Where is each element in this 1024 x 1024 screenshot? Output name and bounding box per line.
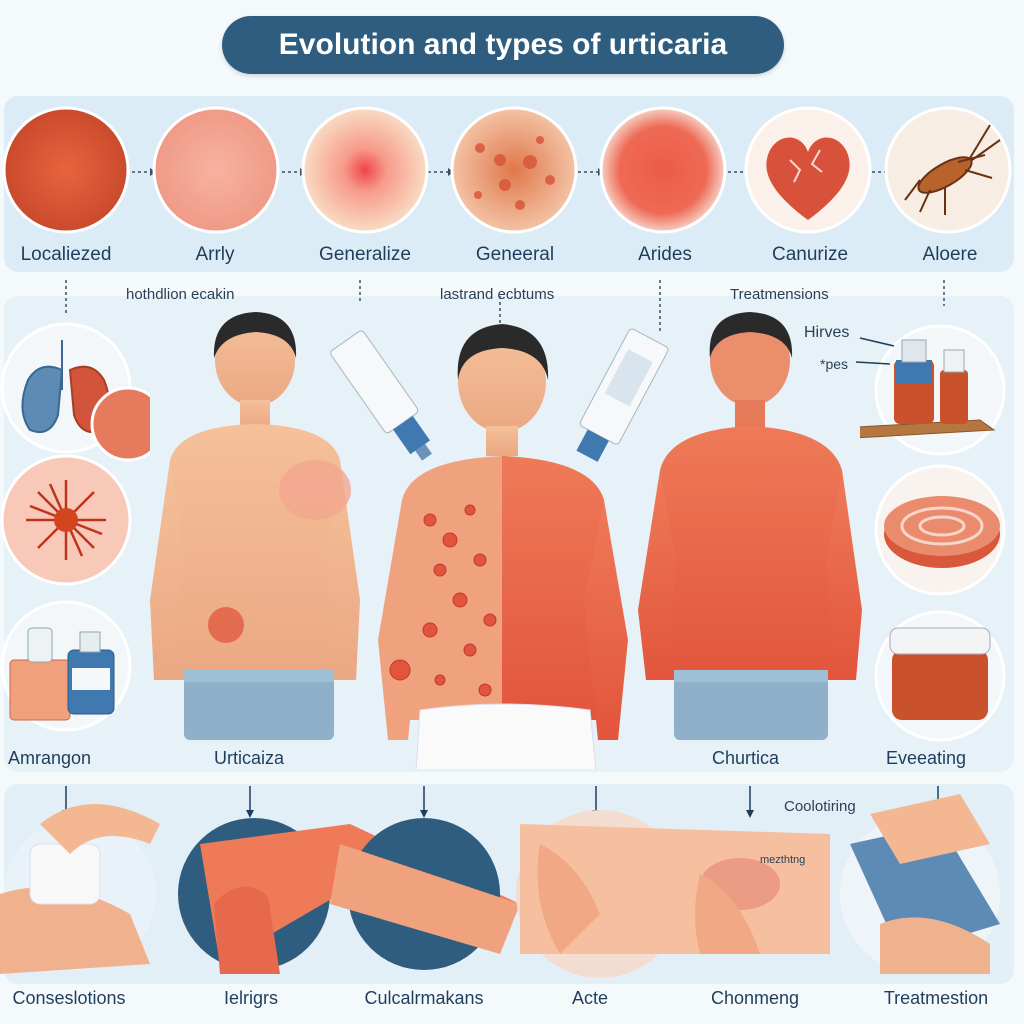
bottom-small-label: mezthtng bbox=[760, 854, 806, 866]
bottom-label-2: Ielrigrs bbox=[223, 988, 278, 1008]
callout-types: *pes bbox=[820, 356, 849, 372]
generalize-circle bbox=[301, 106, 429, 234]
middle-label-center-right: Churtica bbox=[712, 748, 780, 768]
left-column-illustrations bbox=[0, 322, 150, 732]
person-chronic bbox=[638, 312, 862, 740]
bottom-label-3: Culcalrmakans bbox=[364, 988, 484, 1008]
top-row-illustrations bbox=[2, 106, 1012, 234]
section-header-right: Treatmensions bbox=[730, 286, 829, 303]
callout-hives: Hirves bbox=[804, 324, 850, 341]
header-connectors bbox=[65, 280, 945, 332]
bottom-label-6: Treatmestion bbox=[883, 988, 989, 1008]
insect-icon bbox=[904, 124, 1001, 215]
person-generalized bbox=[378, 324, 628, 770]
bottom-label-1: Conseslotions bbox=[12, 988, 126, 1008]
bottom-row-illustrations bbox=[0, 786, 1000, 978]
middle-label-right: Eveeating bbox=[886, 748, 967, 768]
top-label-4: Geneeral bbox=[475, 244, 555, 265]
callout-arrows bbox=[855, 337, 895, 365]
top-label-5: Arides bbox=[638, 244, 692, 265]
right-column-illustrations bbox=[860, 324, 1006, 742]
lungs-icon bbox=[21, 340, 64, 434]
bottom-header: Coolotiring bbox=[784, 798, 856, 815]
top-label-1: Localiezed bbox=[20, 244, 112, 265]
early-circle bbox=[152, 106, 280, 234]
top-label-7: Aloere bbox=[922, 244, 978, 265]
person-localized bbox=[150, 312, 360, 740]
localized-circle bbox=[2, 106, 130, 234]
top-label-2: Arrly bbox=[195, 244, 235, 265]
section-header-center: lastrand ecbtums bbox=[440, 286, 555, 303]
general-circle bbox=[450, 106, 578, 234]
bottom-label-5: Chonmeng bbox=[710, 988, 800, 1008]
cream-tube-left bbox=[330, 330, 432, 461]
arides-circle bbox=[599, 106, 727, 234]
people-illustration bbox=[150, 312, 862, 770]
section-header-left: hothdlion ecakin bbox=[126, 286, 235, 303]
bottom-label-4: Acte bbox=[571, 988, 609, 1008]
cream-tube-right bbox=[576, 328, 669, 462]
heart-icon bbox=[766, 137, 850, 220]
top-label-6: Canurize bbox=[771, 244, 849, 265]
top-label-3: Generalize bbox=[319, 244, 411, 265]
middle-label-left: Amrangon bbox=[8, 748, 92, 768]
page-title: Evolution and types of urticaria bbox=[222, 16, 784, 74]
middle-label-center-left: Urticaiza bbox=[214, 748, 285, 768]
